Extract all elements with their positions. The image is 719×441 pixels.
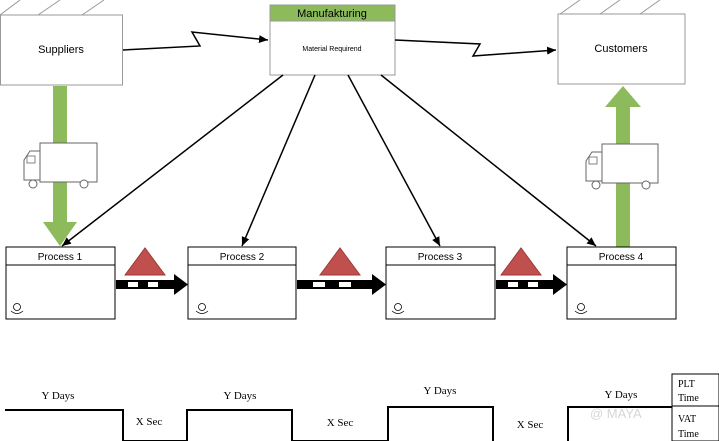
timeline-ladder	[5, 406, 672, 441]
process-box-4: Process 4	[566, 246, 677, 320]
timeline-days-4: Y Days	[605, 389, 638, 401]
process-label: Process 3	[418, 252, 463, 263]
timeline-days-2: Y Days	[224, 390, 257, 402]
operator-icon	[13, 303, 21, 311]
operator-icon	[198, 303, 206, 311]
suppliers-factory: Suppliers	[0, 0, 123, 86]
vat-label: VAT	[678, 414, 696, 425]
info-flow-control-customers	[394, 39, 557, 57]
timeline-sec-3: X Sec	[517, 419, 544, 431]
process-box-2: Process 2	[187, 246, 297, 320]
push-arrow-3	[496, 274, 567, 295]
timeline-sec-1: X Sec	[136, 416, 163, 428]
process-box-3: Process 3	[385, 246, 496, 320]
customers-factory: Customers	[557, 0, 686, 85]
process-label: Process 2	[220, 252, 265, 263]
schedule-arrow-1	[61, 74, 284, 247]
schedule-arrow-4	[380, 74, 597, 247]
production-control-box: Manufakturing Material Requirend	[269, 4, 396, 76]
inventory-triangle-1	[124, 247, 166, 276]
timeline-summary-box	[671, 373, 719, 441]
process-box-1: Process 1	[5, 246, 116, 320]
control-title: Manufakturing	[297, 8, 367, 20]
truck-icon	[585, 143, 659, 190]
push-arrow-1	[116, 274, 188, 295]
inventory-triangle-2	[319, 247, 361, 276]
timeline-sec-2: X Sec	[327, 417, 354, 429]
operator-icon	[394, 303, 402, 311]
timeline-days-1: Y Days	[42, 390, 75, 402]
plt-label: PLT	[678, 379, 695, 390]
control-header	[269, 4, 396, 22]
suppliers-label: Suppliers	[38, 44, 84, 56]
info-flow-suppliers-control	[122, 31, 269, 51]
timeline-days-3: Y Days	[424, 385, 457, 397]
plt-time-label: Time	[678, 393, 699, 404]
schedule-arrow-3	[347, 74, 441, 247]
watermark-text: @ MAYA	[590, 406, 642, 421]
operator-icon	[577, 303, 585, 311]
push-arrow-2	[297, 274, 386, 295]
process-label: Process 1	[38, 252, 83, 263]
control-subtitle: Material Requirend	[302, 46, 361, 53]
inventory-triangle-3	[500, 247, 542, 276]
vat-time-label: Time	[678, 429, 699, 440]
truck-icon	[23, 142, 98, 189]
process-label: Process 4	[599, 252, 644, 263]
customers-label: Customers	[594, 43, 648, 55]
schedule-arrow-2	[241, 74, 316, 247]
